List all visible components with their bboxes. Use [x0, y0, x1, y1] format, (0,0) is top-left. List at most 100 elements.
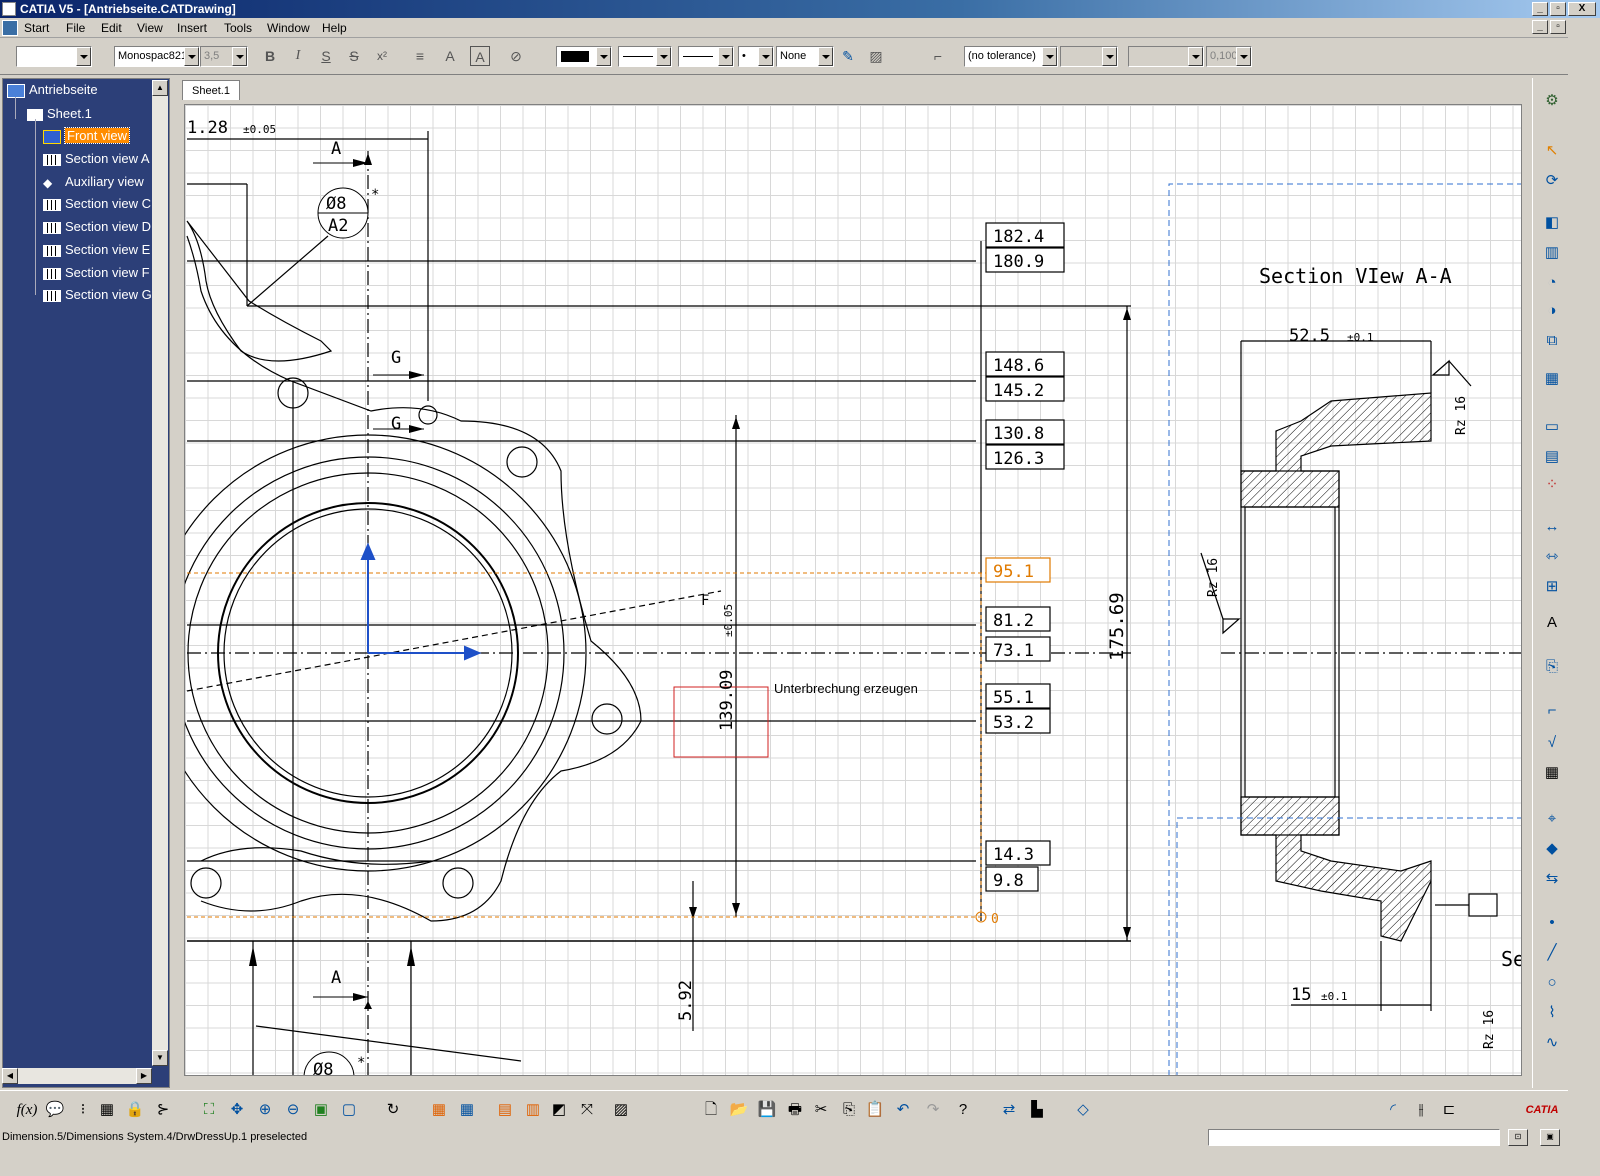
doc-restore-button[interactable]: ▫: [1550, 20, 1566, 34]
close-button[interactable]: X: [1568, 2, 1596, 16]
chevron-down-icon[interactable]: [232, 47, 247, 66]
arrow-icon[interactable]: ⇆: [1545, 870, 1559, 887]
strikethrough-button[interactable]: S: [349, 48, 359, 64]
tree-sheet[interactable]: Sheet.1: [27, 105, 92, 123]
chevron-down-icon[interactable]: [758, 47, 773, 66]
chevron-down-icon[interactable]: [76, 47, 91, 66]
cut-icon[interactable]: ✂: [814, 1101, 828, 1118]
chevron-down-icon[interactable]: [1102, 47, 1117, 66]
scroll-left-icon[interactable]: ◀: [2, 1068, 18, 1084]
chevron-down-icon[interactable]: [1236, 47, 1251, 66]
sheet-view-icon[interactable]: ▣: [313, 1101, 329, 1118]
open-icon[interactable]: 📂: [729, 1101, 749, 1118]
hide-show-icon[interactable]: ▙: [1031, 1101, 1043, 1118]
zoom-out-icon[interactable]: ⊖: [286, 1101, 300, 1118]
properties-icon[interactable]: ▨: [613, 1101, 629, 1118]
line-type-combo[interactable]: [618, 46, 672, 67]
dimension-icon[interactable]: ↔: [1544, 518, 1560, 535]
snap-icon[interactable]: ▦: [459, 1101, 475, 1118]
table-icon[interactable]: ▤: [1544, 448, 1560, 465]
select-icon[interactable]: ↖: [1545, 142, 1559, 159]
roughness-icon[interactable]: √: [1547, 734, 1557, 751]
tree-item-section-view-a[interactable]: Section view A: [43, 150, 150, 168]
style-combo[interactable]: [16, 46, 92, 67]
grid-icon[interactable]: ▦: [1544, 764, 1560, 781]
precision-combo[interactable]: 0,100: [1206, 46, 1252, 67]
section-view-icon[interactable]: ▥: [1544, 244, 1560, 261]
filter-icon[interactable]: ▥: [525, 1101, 541, 1118]
rotate-icon[interactable]: ↻: [386, 1101, 400, 1118]
menu-window[interactable]: Window: [267, 21, 310, 35]
ordinate-dimension-icon[interactable]: ⊞: [1545, 578, 1559, 595]
comment-icon[interactable]: 💬: [45, 1101, 65, 1118]
workbench-icon[interactable]: ⚙: [1545, 92, 1559, 109]
knowledge-icon[interactable]: ⁝: [80, 1101, 86, 1118]
tab-sheet-1[interactable]: Sheet.1: [182, 80, 240, 100]
copy-icon[interactable]: ⎘: [842, 1101, 855, 1118]
broken-view-icon[interactable]: ⧉: [1546, 332, 1558, 349]
underline-button[interactable]: S: [321, 48, 331, 64]
new-icon[interactable]: 🗋: [704, 1101, 718, 1118]
tree-item-section-view-d[interactable]: Section view D: [43, 218, 151, 236]
redo-icon[interactable]: ↷: [926, 1101, 940, 1118]
chevron-down-icon[interactable]: [184, 47, 199, 66]
doc-minimize-button[interactable]: _: [1532, 20, 1548, 34]
line-icon[interactable]: ╱: [1547, 944, 1557, 961]
drawing-canvas[interactable]: 182.4 180.9 148.6 145.2 130.8 126.3 95.1…: [184, 104, 1522, 1076]
command-input[interactable]: [1208, 1129, 1500, 1146]
color-combo[interactable]: [556, 46, 612, 67]
numerical-display-combo[interactable]: [1128, 46, 1204, 67]
menu-edit[interactable]: Edit: [101, 21, 122, 35]
wizard-icon[interactable]: ▦: [1544, 370, 1560, 387]
curve-icon[interactable]: ◜: [1390, 1101, 1396, 1118]
points-icon[interactable]: ⁘: [1545, 476, 1559, 493]
maximize-button[interactable]: ▫: [1550, 2, 1566, 16]
dimension-analysis-icon[interactable]: ◩: [551, 1101, 567, 1118]
rectangle-icon[interactable]: ▭: [1544, 418, 1560, 435]
save-icon[interactable]: 💾: [757, 1101, 777, 1118]
power-input-icon[interactable]: ⊡: [1508, 1129, 1528, 1146]
calculator-icon[interactable]: ▦: [99, 1101, 115, 1118]
analysis-icon[interactable]: ▤: [497, 1101, 513, 1118]
undo-icon[interactable]: ↶: [896, 1101, 910, 1118]
swap-icon[interactable]: ⇄: [1002, 1101, 1016, 1118]
superscript-button[interactable]: x²: [377, 49, 387, 63]
spline-icon[interactable]: ∿: [1545, 1034, 1559, 1051]
detail-view-icon[interactable]: ◔: [1547, 274, 1557, 291]
tree-item-section-view-f[interactable]: Section view F: [43, 264, 150, 282]
scroll-up-icon[interactable]: ▲: [152, 80, 168, 96]
tree-item-front-view[interactable]: Front view: [43, 127, 130, 145]
clipping-icon[interactable]: ◑: [1547, 302, 1557, 319]
menu-help[interactable]: Help: [322, 21, 347, 35]
chevron-down-icon[interactable]: [656, 47, 671, 66]
tolerance-value-combo[interactable]: [1060, 46, 1118, 67]
frame-icon[interactable]: A: [470, 46, 490, 66]
stop-icon[interactable]: ▣: [1540, 1129, 1560, 1146]
fit-all-icon[interactable]: ⛶: [203, 1101, 215, 1118]
area-fill-icon[interactable]: ◆: [1546, 840, 1558, 857]
hatch-icon[interactable]: ▨: [869, 48, 883, 64]
profile-icon[interactable]: ⌇: [1548, 1004, 1556, 1021]
align-icon[interactable]: ≡: [415, 48, 425, 64]
drawing-svg[interactable]: 182.4 180.9 148.6 145.2 130.8 126.3 95.1…: [185, 105, 1522, 1076]
axis-line-icon[interactable]: ⫲: [1418, 1101, 1424, 1118]
point-icon[interactable]: •: [1549, 914, 1555, 931]
chevron-down-icon[interactable]: [1188, 47, 1203, 66]
tree-item-section-view-g[interactable]: Section view G: [43, 286, 152, 304]
paste-icon[interactable]: 📋: [865, 1101, 885, 1118]
tree-item-auxiliary-view[interactable]: ◆Auxiliary view: [43, 174, 144, 190]
update-icon[interactable]: ⟳: [1545, 172, 1559, 189]
menu-tools[interactable]: Tools: [224, 21, 253, 35]
print-icon[interactable]: 🖶: [787, 1101, 803, 1118]
help-icon[interactable]: ?: [958, 1101, 968, 1118]
thread-icon[interactable]: ⊏: [1442, 1101, 1456, 1118]
tolerance-combo[interactable]: (no tolerance): [964, 46, 1058, 67]
front-view-icon[interactable]: ◧: [1544, 214, 1560, 231]
circle-icon[interactable]: ○: [1547, 974, 1557, 991]
parameters-icon[interactable]: ⊱: [156, 1101, 170, 1118]
chain-dimension-icon[interactable]: ⇿: [1545, 548, 1559, 565]
dimension-style-icon[interactable]: ⌐: [933, 48, 943, 64]
tree-horizontal-scrollbar[interactable]: ◀ ▶: [2, 1068, 152, 1084]
font-size-combo[interactable]: 3,5: [200, 46, 248, 67]
tree-item-section-view-e[interactable]: Section view E: [43, 241, 150, 259]
